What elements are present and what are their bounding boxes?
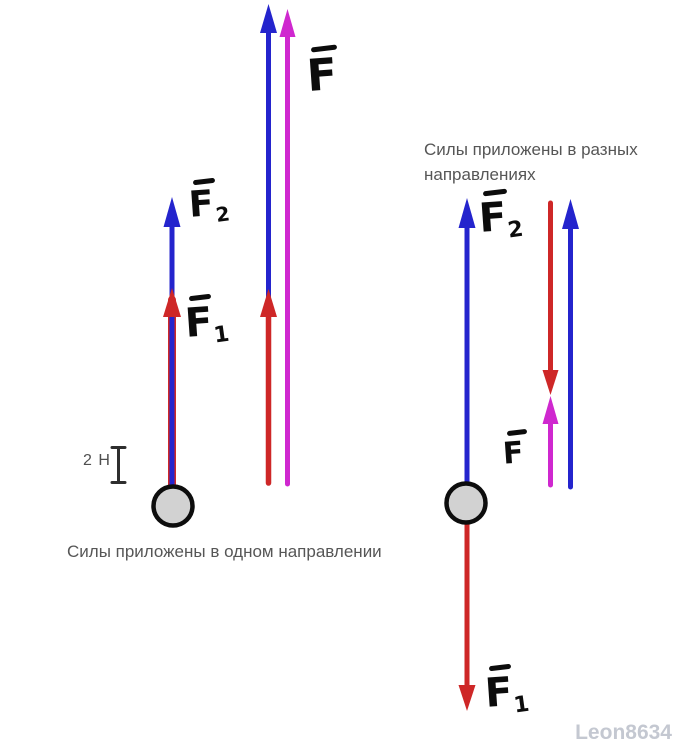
left-diagram-caption: Силы приложены в одном направлении [67, 542, 382, 561]
right-resultant-arrowhead-up [542, 396, 559, 424]
scale-value-label: 2 Н [83, 452, 111, 469]
force-letter: F [477, 194, 508, 242]
right-force2-arrowhead-up [458, 198, 476, 228]
left-force2-label: F2 [187, 177, 231, 227]
force-letter: F [305, 49, 339, 102]
right-force2-label: F2 [477, 188, 525, 244]
force-letter: F [483, 669, 514, 717]
left-body-circle [151, 484, 195, 528]
scale-marker [110, 446, 127, 484]
right-diagram-caption: Силы приложены в разных направлениях [424, 140, 638, 184]
right-resultant-force-label: F [501, 428, 528, 472]
force-letter: F [183, 299, 214, 347]
left-diagram [110, 4, 296, 528]
right-force1-label: F1 [483, 663, 531, 719]
right-diagram [444, 198, 579, 711]
force-subscript: 2 [506, 216, 526, 244]
force-letter: F [187, 183, 215, 226]
right-body-circle [444, 481, 488, 525]
left-force1-arrowhead-up [163, 288, 181, 317]
left-shifted-force1-arrowhead-up [260, 289, 277, 317]
force-letter: F [501, 435, 525, 472]
right-shifted-force1-arrowhead-down [542, 370, 559, 395]
left-resultant-arrowhead-up [279, 9, 296, 37]
author-watermark: Leon8634 [575, 721, 672, 744]
force-subscript: 2 [213, 202, 231, 227]
left-force2-arrowhead-up [163, 197, 181, 227]
left-resultant-force-label: F [305, 44, 339, 102]
force-subscript: 1 [512, 691, 532, 719]
force-subscript: 1 [212, 321, 232, 349]
left-force1-label: F1 [183, 293, 231, 349]
right-shifted-force2-arrowhead-up [562, 199, 579, 229]
left-shifted-force2-arrowhead-up [260, 4, 277, 33]
right-force1-arrowhead-down [458, 685, 476, 711]
